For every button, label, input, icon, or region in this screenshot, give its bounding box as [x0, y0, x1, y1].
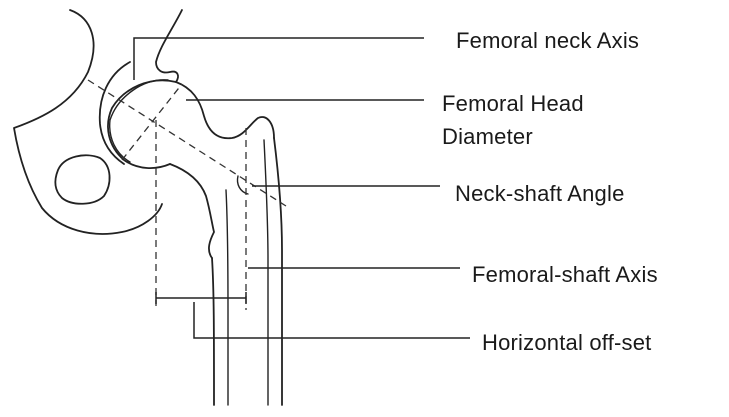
femoral-head-inner — [110, 80, 168, 162]
shaft-medial-cortex-outer — [212, 258, 214, 405]
horizontal-offset-label: Horizontal off-set — [482, 328, 652, 358]
femoral-head — [108, 80, 176, 168]
leader-horizontal-offset — [194, 302, 470, 338]
obturator-foramen — [55, 155, 109, 203]
ilium-edge — [156, 10, 182, 82]
neck-inferior-edge — [170, 164, 214, 258]
femoral-shaft-axis-label: Femoral-shaft Axis — [472, 260, 658, 290]
neck-shaft-angle-label: Neck-shaft Angle — [455, 179, 625, 209]
pelvis-outline — [14, 10, 162, 234]
femoral-head-diameter-line — [122, 84, 182, 160]
shaft-lateral-cortex-outer — [274, 138, 282, 405]
femoral-head-diameter-label-line2: Diameter — [442, 122, 533, 152]
femoral-head-diameter-label-line1: Femoral Head — [442, 89, 584, 119]
femoral-neck-axis-label: Femoral neck Axis — [456, 26, 639, 56]
neck-superior-edge — [176, 82, 274, 138]
shaft-lateral-cortex-inner — [264, 140, 268, 405]
